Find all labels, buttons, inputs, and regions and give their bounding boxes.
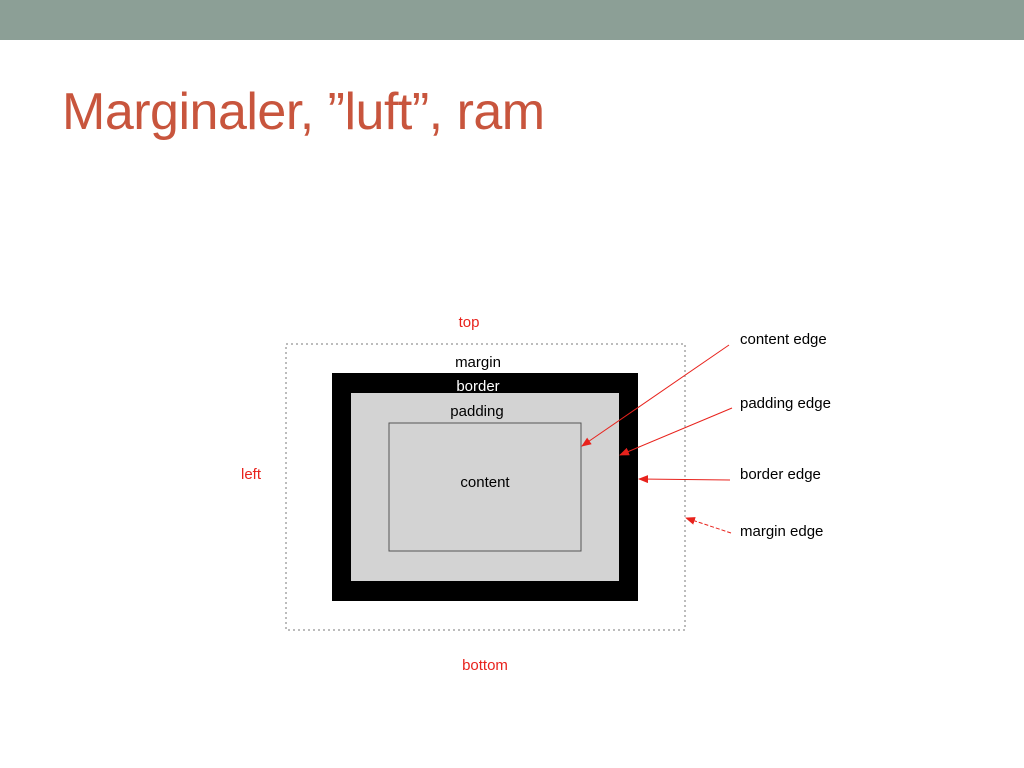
content-label: content [460,474,510,491]
border-edge-arrow [638,475,731,484]
content-edge-arrow [581,344,730,447]
padding-box [351,393,619,581]
padding-edge-arrow [619,407,733,456]
padding-edge-label: padding edge [740,395,831,412]
header-bar [0,0,1024,40]
padding-label: padding [450,403,503,420]
bottom-label: bottom [462,657,508,674]
slide-title: Marginaler, ”luft”, ram [62,83,545,141]
margin-label: margin [455,354,501,371]
top-label: top [459,314,480,331]
margin-edge-outline [285,343,686,631]
margin-edge-label: margin edge [740,523,823,540]
content-box [388,422,582,552]
border-edge-label: border edge [740,466,821,483]
border-label: border [456,378,499,395]
left-label: left [241,466,262,483]
content-edge-label: content edge [740,331,827,348]
margin-edge-arrow [685,517,732,534]
